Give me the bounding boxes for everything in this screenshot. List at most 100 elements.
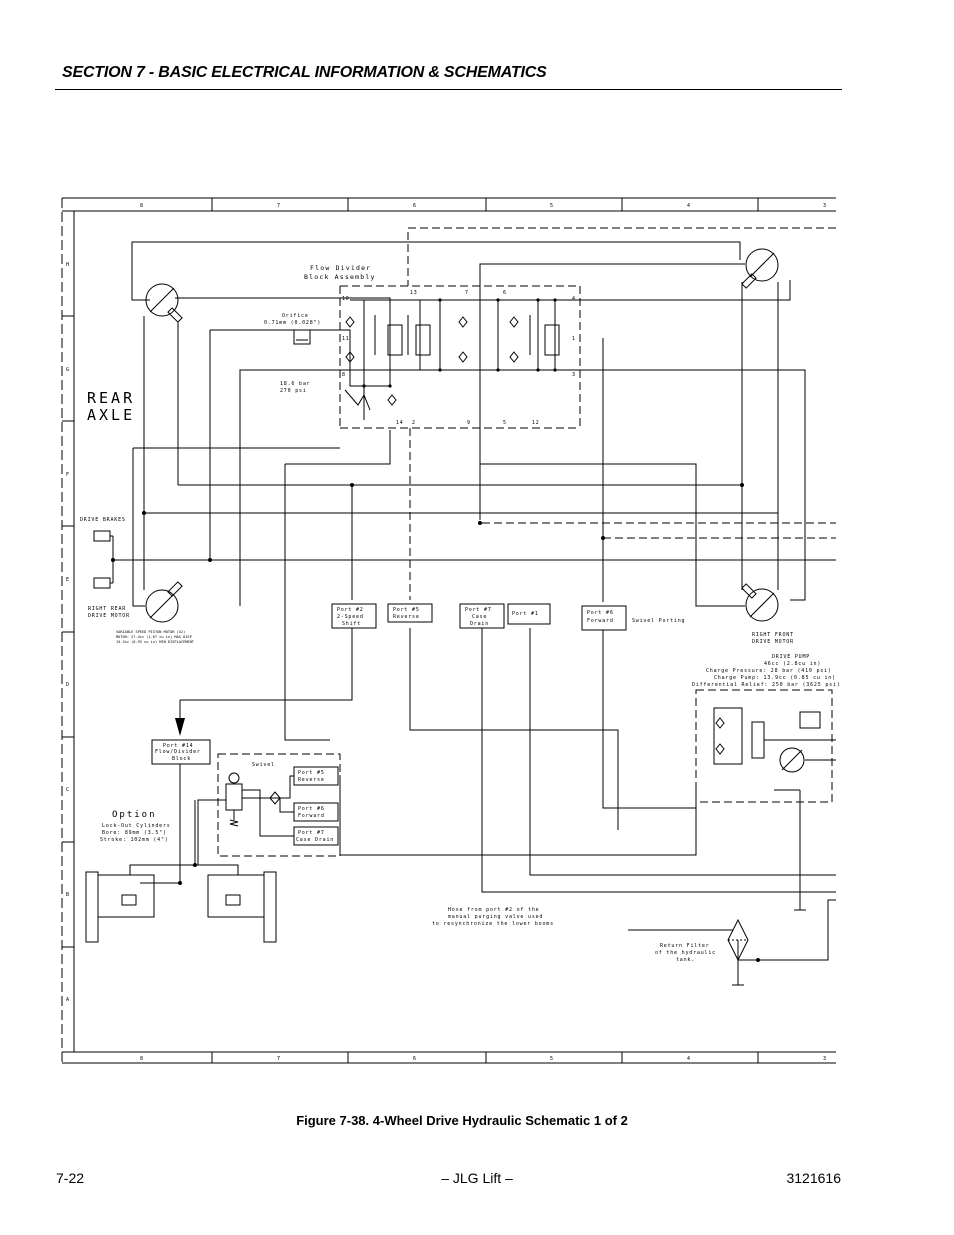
port-2-label: Port #2 xyxy=(337,607,364,613)
zone-side: D xyxy=(66,682,70,688)
return-filter-label: Return Filter xyxy=(660,943,710,949)
port-number: 6 xyxy=(503,290,507,296)
motor-note: 15.3cc (0.93 cu in) MIN DISPLACEMENT xyxy=(116,640,195,644)
hose-note: Hose from port #2 of the xyxy=(448,907,539,913)
right-front-motor xyxy=(741,583,779,622)
port-number: 7 xyxy=(465,290,469,296)
hose-note: manual purging valve used xyxy=(448,914,543,920)
option-title: Option xyxy=(112,810,157,820)
zone-bottom: 4 xyxy=(687,1056,691,1062)
zone-bottom: 5 xyxy=(550,1056,554,1062)
port-14-label: Block xyxy=(172,756,191,762)
right-front-motor-label: RIGHT FRONT xyxy=(752,632,794,638)
swivel-port-label: Port #6 xyxy=(298,806,325,812)
right-rear-motor-label: DRIVE MOTOR xyxy=(88,613,130,619)
rear-axle-label: AXLE xyxy=(87,406,135,424)
rear-left-motor xyxy=(145,283,183,323)
drawing-frame xyxy=(61,197,836,1064)
junction-dots xyxy=(111,298,760,962)
footer-brand: – JLG Lift – xyxy=(441,1170,513,1186)
port-5-label: Reverse xyxy=(393,614,420,620)
swivel-port-label: Reverse xyxy=(298,777,325,783)
return-filter-label: tank. xyxy=(676,957,695,963)
zone-side: G xyxy=(66,367,70,373)
right-front-motor-label: DRIVE MOTOR xyxy=(752,639,794,645)
figure-caption: Figure 7-38. 4-Wheel Drive Hydraulic Sch… xyxy=(0,1113,954,1128)
port-number: 4 xyxy=(572,296,576,302)
drive-pump-label: Charge Pump: 13.9cc (0.85 cu in) xyxy=(714,675,836,681)
port-number: 9 xyxy=(467,420,471,426)
drive-brakes xyxy=(93,530,114,589)
zone-bottom: 7 xyxy=(277,1056,281,1062)
option-line: Bore: 89mm (3.5") xyxy=(102,830,167,836)
port-number: 13 xyxy=(410,290,418,296)
flow-divider-label: Block Assembly xyxy=(304,273,376,281)
swivel-port-label: Forward xyxy=(298,813,325,819)
port-number: 14 xyxy=(396,420,404,426)
drive-pump-label: Charge Pressure: 28 bar (410 psi) xyxy=(706,668,832,674)
front-axle-boundary xyxy=(217,227,836,857)
port-6-label: Port #6 xyxy=(587,610,614,616)
zone-side: B xyxy=(66,892,70,898)
swivel-valve xyxy=(197,772,294,865)
header-rule xyxy=(55,89,842,90)
right-rear-motor xyxy=(145,581,183,623)
swivel-port-label: Port #7 xyxy=(298,830,325,836)
port-2-label: Shift xyxy=(342,621,361,627)
relief-label: 18.6 bar xyxy=(280,381,310,387)
port-number: 10 xyxy=(342,296,350,302)
orifice xyxy=(293,329,311,345)
port-1-label: Port #1 xyxy=(512,611,539,617)
zone-bottom: 6 xyxy=(413,1056,417,1062)
return-filter-label: of the hydraulic xyxy=(655,950,716,956)
port-2-label: 2-Speed xyxy=(337,614,364,620)
flow-divider-block xyxy=(344,299,580,420)
section-title: SECTION 7 - BASIC ELECTRICAL INFORMATION… xyxy=(62,64,547,81)
page-number: 7-22 xyxy=(56,1170,85,1186)
rear-axle-label: REAR xyxy=(87,389,135,407)
port-14-label: Flow/Divider xyxy=(155,749,201,755)
port-boxes xyxy=(151,603,627,846)
zone-top: 7 xyxy=(277,203,281,209)
swivel-porting-label: Swivel Porting xyxy=(632,618,685,624)
port-number: 8 xyxy=(342,372,346,378)
figure-caption-text: Figure 7-38. 4-Wheel Drive Hydraulic Sch… xyxy=(296,1113,628,1128)
zone-side: E xyxy=(66,577,70,583)
port-number: 1 xyxy=(572,336,576,342)
zone-top: 8 xyxy=(140,203,144,209)
option-line: Stroke: 102mm (4") xyxy=(100,837,169,843)
drive-pump-label: Differential Relief: 250 bar (3625 psi) xyxy=(692,682,841,688)
port-number: 11 xyxy=(342,336,350,342)
zone-bottom: 8 xyxy=(140,1056,144,1062)
orifice-label: Orifice xyxy=(282,313,309,319)
port-7-label: Port #7 xyxy=(465,607,492,613)
port-6-label: Forward xyxy=(587,618,614,624)
zone-side: F xyxy=(66,472,70,478)
drive-brakes-label: DRIVE BRAKES xyxy=(80,517,126,523)
port-14-label: Port #14 xyxy=(163,743,193,749)
zone-top: 3 xyxy=(823,203,827,209)
arrow-head xyxy=(175,718,185,736)
zone-side: H xyxy=(66,262,70,268)
zone-bottom: 3 xyxy=(823,1056,827,1062)
swivel-port-label: Case Drain xyxy=(296,837,334,843)
lockout-cylinders xyxy=(85,764,277,943)
flow-divider-label: Flow Divider xyxy=(310,264,371,272)
zone-top: 5 xyxy=(550,203,554,209)
hose-note: to resynchronize the lower booms xyxy=(432,921,554,927)
port-7-label: Case xyxy=(472,614,487,620)
motor-note: MOTOR: 27.4cc (1.67 cu in) MAX DISP xyxy=(116,635,192,639)
zone-top: 6 xyxy=(413,203,417,209)
swivel-label: Swivel xyxy=(252,762,275,768)
drive-pump xyxy=(713,707,836,791)
drive-pump-label: 46cc (2.8cu in) xyxy=(764,661,821,667)
option-line: Lock-Out Cylinders xyxy=(102,823,171,829)
return-filter xyxy=(727,918,749,962)
port-number: 3 xyxy=(572,372,576,378)
front-left-motor xyxy=(741,248,779,289)
orifice-label: 0.71mm (0.028") xyxy=(264,320,321,326)
zone-side: C xyxy=(66,787,70,793)
swivel-port-label: Port #5 xyxy=(298,770,325,776)
port-number: 2 xyxy=(412,420,416,426)
